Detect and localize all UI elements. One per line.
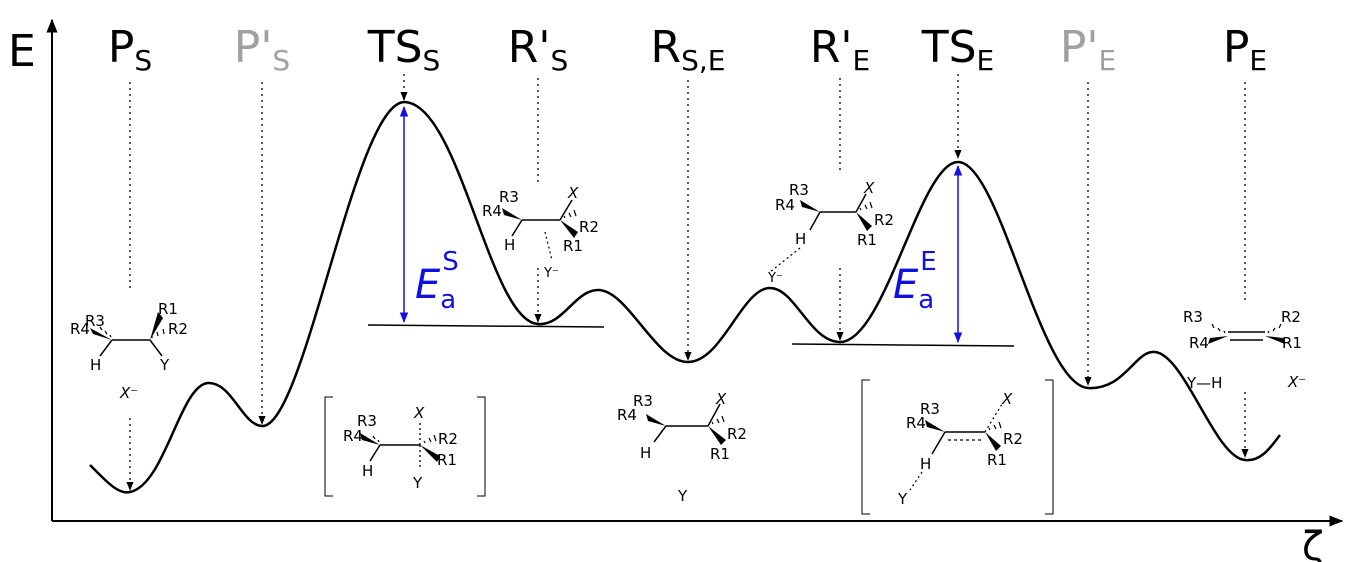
svg-text:R1: R1 bbox=[857, 231, 877, 249]
svg-text:R3: R3 bbox=[1183, 308, 1203, 326]
svg-text:X⁻: X⁻ bbox=[119, 384, 138, 402]
svg-text:R1: R1 bbox=[158, 300, 178, 318]
x-axis-label: ζ bbox=[1302, 524, 1324, 562]
barrier-label-e: EaE bbox=[893, 247, 937, 315]
svg-text:H: H bbox=[640, 444, 651, 462]
svg-text:H: H bbox=[795, 230, 806, 248]
molecule-pe: R3 R4 R2 R1 Y—H X⁻ bbox=[1183, 308, 1306, 392]
pointer-lines bbox=[126, 74, 1249, 491]
molecule-ts-s: R3 R4 R2 R1 H Y X bbox=[324, 396, 486, 497]
svg-text:R4: R4 bbox=[482, 202, 502, 220]
svg-text:R4: R4 bbox=[343, 427, 363, 445]
svg-text:Y: Y bbox=[159, 356, 170, 374]
svg-text:R3: R3 bbox=[85, 312, 105, 330]
molecule-ts-e: R3 R4 R2 R1 H Y X bbox=[861, 379, 1054, 515]
energy-curve bbox=[89, 100, 1281, 494]
svg-text:R4: R4 bbox=[775, 196, 795, 214]
svg-text:R3: R3 bbox=[499, 188, 519, 206]
svg-text:H: H bbox=[90, 356, 101, 374]
molecule-ps: R3 R4 R1 R2 H Y X⁻ bbox=[70, 300, 188, 402]
state-label-rse: RS,E bbox=[651, 22, 726, 77]
svg-text:R4: R4 bbox=[617, 406, 637, 424]
svg-text:X: X bbox=[863, 179, 875, 197]
svg-text:R1: R1 bbox=[563, 237, 583, 255]
state-label-tse: TSE bbox=[921, 22, 995, 77]
baseline-e bbox=[791, 343, 1015, 347]
svg-text:Y⁻: Y⁻ bbox=[767, 271, 783, 286]
svg-text:R3: R3 bbox=[357, 412, 377, 430]
svg-text:R2: R2 bbox=[168, 320, 188, 338]
svg-text:X: X bbox=[567, 184, 579, 202]
svg-text:X: X bbox=[1001, 390, 1013, 408]
svg-text:R3: R3 bbox=[633, 392, 653, 410]
svg-text:H: H bbox=[362, 462, 373, 480]
state-label-ps: PS bbox=[108, 22, 152, 77]
svg-text:R1: R1 bbox=[1282, 334, 1302, 352]
svg-text:R2: R2 bbox=[579, 218, 599, 236]
svg-text:Y: Y bbox=[677, 487, 688, 505]
state-label-rpe: R'E bbox=[810, 22, 870, 77]
state-label-pps: P'S bbox=[234, 22, 290, 77]
svg-text:R2: R2 bbox=[1003, 430, 1023, 448]
state-labels: PS P'S TSS R'S RS,E R'E TSE P'E PE bbox=[108, 22, 1267, 77]
svg-text:R4: R4 bbox=[1189, 334, 1209, 352]
svg-text:H: H bbox=[920, 455, 931, 473]
svg-text:X⁻: X⁻ bbox=[1287, 373, 1306, 391]
svg-text:R1: R1 bbox=[987, 451, 1007, 469]
state-label-ppe: P'E bbox=[1060, 22, 1116, 77]
svg-text:R4: R4 bbox=[906, 414, 926, 432]
svg-text:R1: R1 bbox=[710, 445, 730, 463]
svg-text:Y—H: Y—H bbox=[1186, 374, 1222, 392]
svg-text:Y⁻: Y⁻ bbox=[543, 266, 559, 281]
svg-text:R3: R3 bbox=[789, 181, 809, 199]
baseline-s bbox=[367, 324, 605, 328]
svg-text:R4: R4 bbox=[70, 320, 90, 338]
svg-text:R3: R3 bbox=[920, 400, 940, 418]
svg-text:R2: R2 bbox=[874, 211, 894, 229]
svg-text:Y: Y bbox=[897, 490, 908, 508]
svg-text:H: H bbox=[504, 236, 515, 254]
molecule-rps: R3 R4 R2 R1 H Y⁻ X bbox=[482, 184, 599, 281]
svg-text:Y: Y bbox=[412, 474, 423, 492]
svg-text:R2: R2 bbox=[727, 425, 747, 443]
svg-text:X: X bbox=[413, 404, 425, 422]
state-label-rps: R'S bbox=[508, 22, 568, 77]
svg-text:R2: R2 bbox=[438, 430, 458, 448]
molecule-rpe: R3 R4 R2 R1 H Y⁻ X bbox=[767, 179, 894, 286]
state-label-tss: TSS bbox=[367, 22, 441, 77]
svg-text:X: X bbox=[715, 390, 727, 408]
molecule-rse: R3 R4 R2 R1 H Y X bbox=[617, 390, 747, 505]
svg-text:R1: R1 bbox=[437, 451, 457, 469]
y-axis-label: E bbox=[8, 26, 36, 77]
state-label-pe: PE bbox=[1223, 22, 1267, 77]
svg-text:R2: R2 bbox=[1281, 308, 1301, 326]
barrier-label-s: EaS bbox=[415, 247, 459, 315]
